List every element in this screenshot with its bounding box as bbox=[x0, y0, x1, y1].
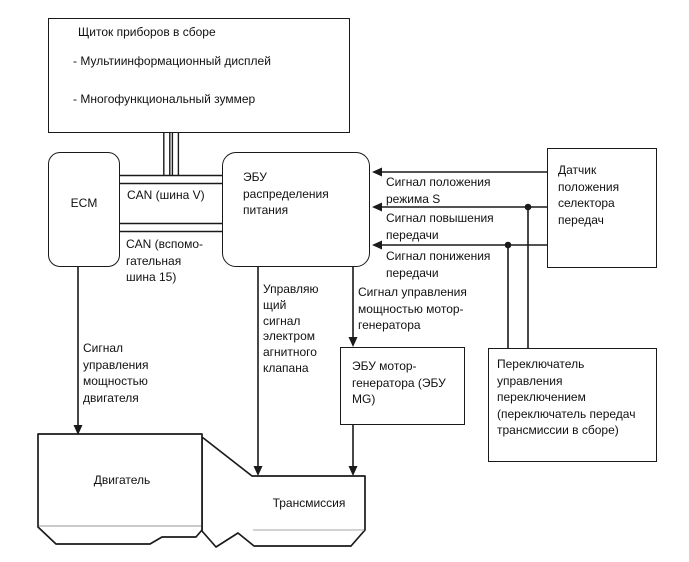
signal-s-mode-label: Сигнал положения режима S bbox=[386, 175, 491, 206]
can-bus-v-label: CAN (шина V) bbox=[127, 188, 205, 202]
can-bus-vertical bbox=[163, 130, 180, 181]
mg-ecu-box bbox=[340, 347, 465, 425]
shift-selector-sensor-box bbox=[547, 148, 657, 268]
can-bus-aux15-label: CAN (вспомо- гательная шина 15) bbox=[126, 237, 203, 284]
shift-control-switch-label: Переключатель управления переключением (… bbox=[497, 357, 636, 437]
signal-upshift-label: Сигнал повышения передачи bbox=[386, 211, 494, 242]
instrument-cluster-box bbox=[48, 18, 350, 133]
power-distribution-ecu-box bbox=[222, 152, 370, 267]
instrument-cluster-item-buzzer: - Многофункциональный зуммер bbox=[73, 92, 256, 106]
can-bus-v bbox=[117, 174, 225, 185]
junction-dots bbox=[504, 203, 532, 249]
connector-lines bbox=[77, 171, 547, 467]
transmission-label: Трансмиссия bbox=[272, 496, 346, 510]
can-bus-aux15 bbox=[117, 222, 225, 233]
ecm-label: ECM bbox=[70, 196, 98, 210]
engine-label: Двигатель bbox=[93, 473, 151, 487]
shift-selector-sensor-label: Датчик положения селектора передач bbox=[558, 163, 620, 227]
power-distribution-ecu-label: ЭБУ распределения питания bbox=[243, 170, 329, 217]
transmission-shape bbox=[201, 436, 366, 548]
instrument-cluster-title: Щиток приборов в сборе bbox=[78, 25, 216, 39]
shift-control-switch-box bbox=[488, 348, 657, 462]
mg-ecu-label: ЭБУ мотор- генератора (ЭБУ MG) bbox=[352, 359, 446, 406]
arrowheads bbox=[73, 167, 382, 476]
signal-engine-power-label: Сигнал управления мощностью двигателя bbox=[83, 341, 149, 405]
ecm-box bbox=[48, 152, 120, 267]
signal-solenoid-label: Управляю щий сигнал электром агнитного к… bbox=[263, 282, 319, 375]
instrument-cluster-item-display: - Мультиинформационный дисплей bbox=[73, 54, 271, 68]
signal-downshift-label: Сигнал понижения передачи bbox=[386, 249, 491, 280]
engine-shape bbox=[37, 433, 203, 545]
signal-mg-power-label: Сигнал управления мощностью мотор- генер… bbox=[358, 285, 467, 332]
